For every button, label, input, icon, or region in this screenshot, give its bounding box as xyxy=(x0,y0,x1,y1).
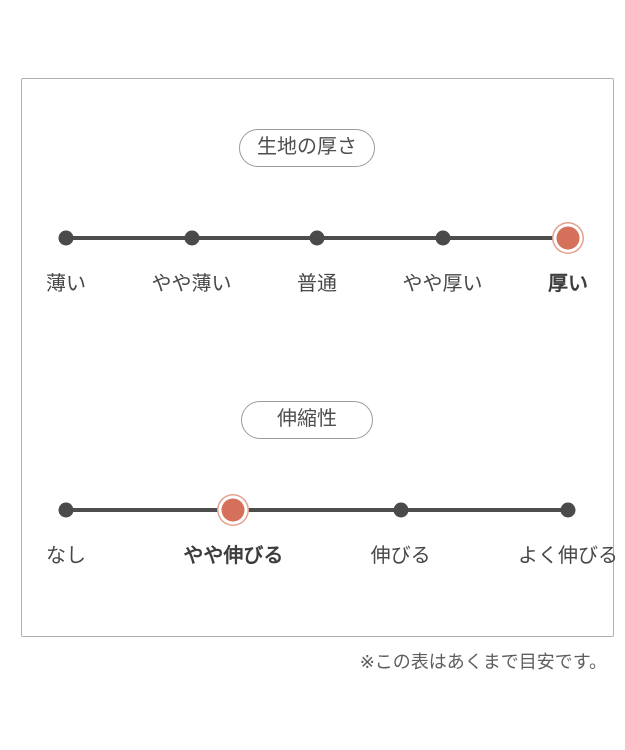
scale-label: 普通 xyxy=(297,273,337,295)
scale-label: やや厚い xyxy=(402,273,483,295)
scale-title: 伸縮性 xyxy=(277,408,337,430)
scale-fabric-thickness: 生地の厚さ 薄い やや薄い 普通 やや厚い 厚い xyxy=(22,129,613,304)
scale-track-line xyxy=(66,508,568,512)
scale-label: 伸びる xyxy=(370,545,431,567)
scale-title-pill-stretch: 伸縮性 xyxy=(241,401,373,439)
scale-dot xyxy=(560,502,576,518)
scale-stretch: 伸縮性 なし やや伸びる 伸びる よく伸びる xyxy=(22,401,618,576)
scale-label-selected: やや伸びる xyxy=(183,545,284,567)
scale-label: よく伸びる xyxy=(518,545,618,567)
scale-track-fabric-thickness xyxy=(58,226,580,250)
scale-dot xyxy=(58,230,74,246)
selected-value-marker xyxy=(221,498,245,522)
scale-labels-fabric-thickness: 薄い やや薄い 普通 やや厚い 厚い xyxy=(46,269,588,299)
scale-dot xyxy=(435,230,450,246)
scale-dot xyxy=(309,230,325,246)
scale-labels-stretch: なし やや伸びる 伸びる よく伸びる xyxy=(46,541,618,571)
guide-chart-box: 生地の厚さ 薄い やや薄い 普通 やや厚い 厚い 伸縮性 なし やや伸びる 伸びる よく伸びる xyxy=(21,78,618,637)
scale-dot xyxy=(184,230,199,246)
scale-label: 薄い xyxy=(46,273,86,295)
scale-label-selected: 厚い xyxy=(548,273,588,295)
scale-dot xyxy=(393,502,409,518)
scale-label: やや薄い xyxy=(151,273,232,295)
scale-dot xyxy=(58,502,74,518)
scale-track-stretch xyxy=(58,498,576,522)
footnote-disclaimer: ※この表はあくまで目安です。 xyxy=(359,652,607,672)
scale-title-pill-fabric-thickness: 生地の厚さ xyxy=(239,129,375,167)
scale-label: なし xyxy=(46,545,86,567)
selected-value-marker xyxy=(556,226,580,250)
scale-title: 生地の厚さ xyxy=(257,136,357,158)
